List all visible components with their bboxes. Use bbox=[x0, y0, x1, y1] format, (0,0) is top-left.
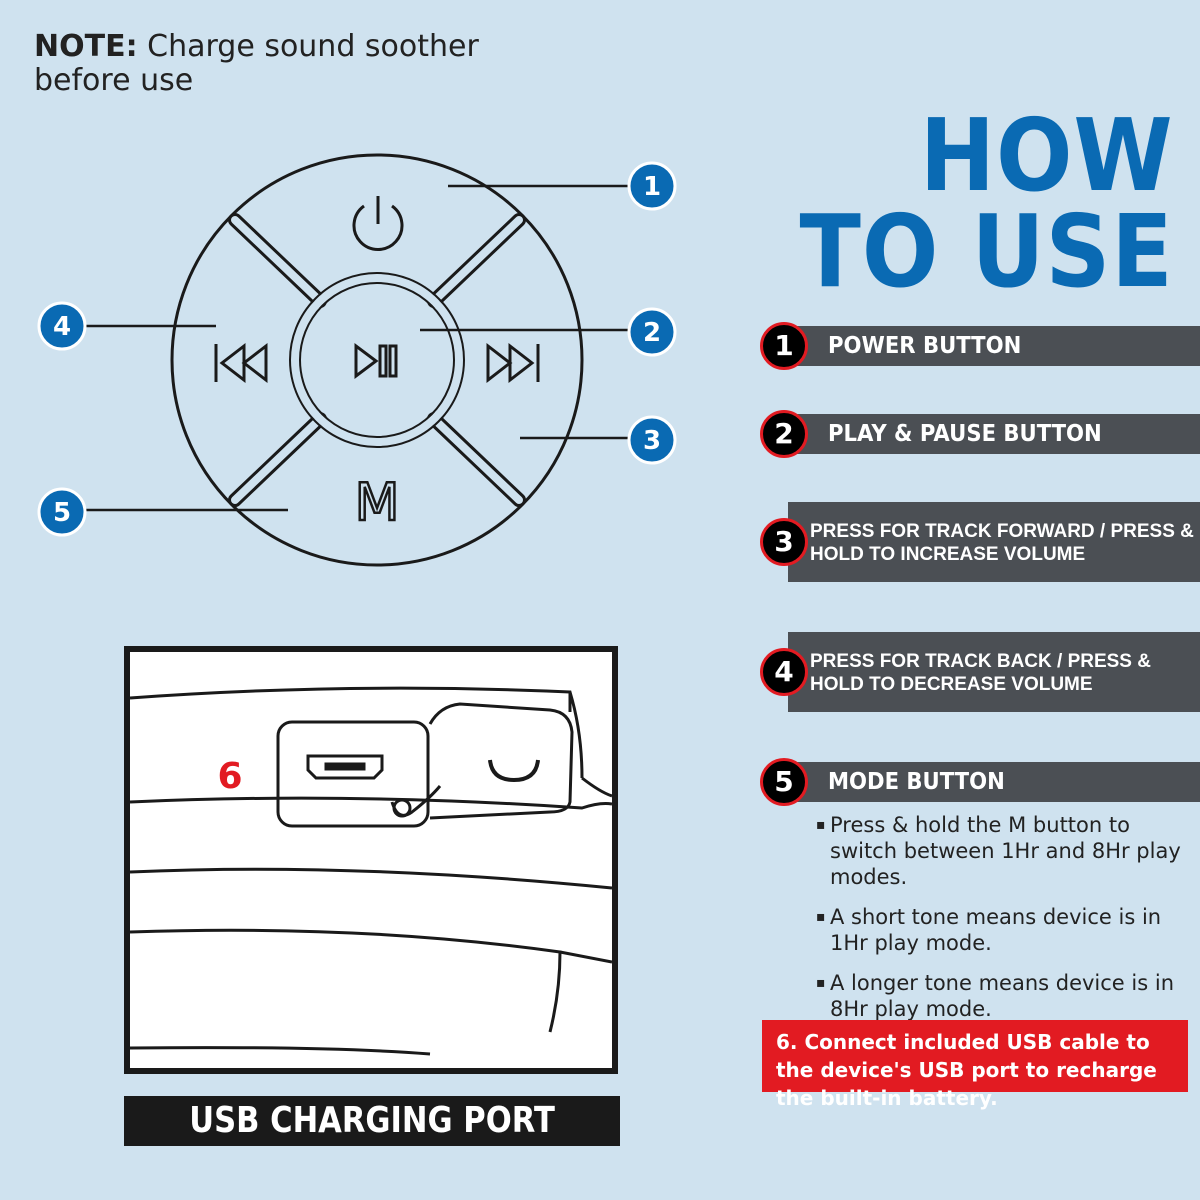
micro-usb-port-icon bbox=[306, 754, 384, 780]
list-item: A longer tone means device is in 8Hr pla… bbox=[816, 970, 1186, 1022]
legend-bar-2: PLAY & PAUSE BUTTON bbox=[788, 414, 1200, 454]
usb-note-box: 6. Connect included USB cable to the dev… bbox=[762, 1020, 1188, 1110]
callout-3: 3 bbox=[643, 426, 661, 456]
mode-notes-list: Press & hold the M button to switch betw… bbox=[816, 812, 1186, 1036]
callout-1: 1 bbox=[643, 172, 661, 202]
play-pause-icon bbox=[354, 343, 398, 379]
list-item: A short tone means device is in 1Hr play… bbox=[816, 904, 1186, 956]
legend-bar-5: MODE BUTTON bbox=[788, 762, 1200, 802]
callout-5: 5 bbox=[53, 498, 71, 528]
mode-letter: M bbox=[355, 473, 400, 533]
skip-back-icon bbox=[214, 342, 268, 384]
page-title: HOW TO USE bbox=[799, 97, 1174, 310]
legend-bar-4: PRESS FOR TRACK BACK / PRESS & HOLD TO D… bbox=[788, 632, 1200, 712]
title-line-1: HOW bbox=[920, 97, 1174, 214]
list-item: Press & hold the M button to switch betw… bbox=[816, 812, 1186, 890]
legend-badge-5: 5 bbox=[760, 758, 808, 806]
legend-text-5: MODE BUTTON bbox=[828, 769, 1005, 795]
legend-bar-1: POWER BUTTON bbox=[788, 326, 1200, 366]
callout-2: 2 bbox=[643, 318, 661, 348]
usb-port-illustration: 6 bbox=[124, 646, 618, 1074]
control-pad-outline bbox=[170, 153, 584, 567]
title-line-2: TO USE bbox=[799, 193, 1174, 310]
legend-text-3: PRESS FOR TRACK FORWARD / PRESS & HOLD T… bbox=[810, 521, 1194, 565]
power-icon bbox=[352, 196, 404, 251]
legend-badge-2: 2 bbox=[760, 410, 808, 458]
button-diagram: M 1 2 3 4 5 bbox=[37, 153, 677, 567]
legend-text-1: POWER BUTTON bbox=[828, 333, 1022, 359]
legend-bar-3: PRESS FOR TRACK FORWARD / PRESS & HOLD T… bbox=[788, 502, 1200, 582]
skip-forward-icon bbox=[486, 342, 540, 384]
legend-badge-3: 3 bbox=[760, 518, 808, 566]
usb-callout-6: 6 bbox=[217, 756, 242, 797]
note-body: Charge sound soother before use bbox=[34, 29, 479, 98]
legend-badge-1: 1 bbox=[760, 322, 808, 370]
usb-charging-port-label: USB CHARGING PORT bbox=[124, 1096, 620, 1146]
legend-text-4: PRESS FOR TRACK BACK / PRESS & HOLD TO D… bbox=[810, 651, 1151, 695]
callout-4: 4 bbox=[53, 312, 71, 342]
legend-text-2: PLAY & PAUSE BUTTON bbox=[828, 421, 1102, 447]
note-label: NOTE: bbox=[34, 29, 138, 64]
legend-badge-4: 4 bbox=[760, 648, 808, 696]
note-text: NOTE: Charge sound soother before use bbox=[34, 30, 554, 98]
